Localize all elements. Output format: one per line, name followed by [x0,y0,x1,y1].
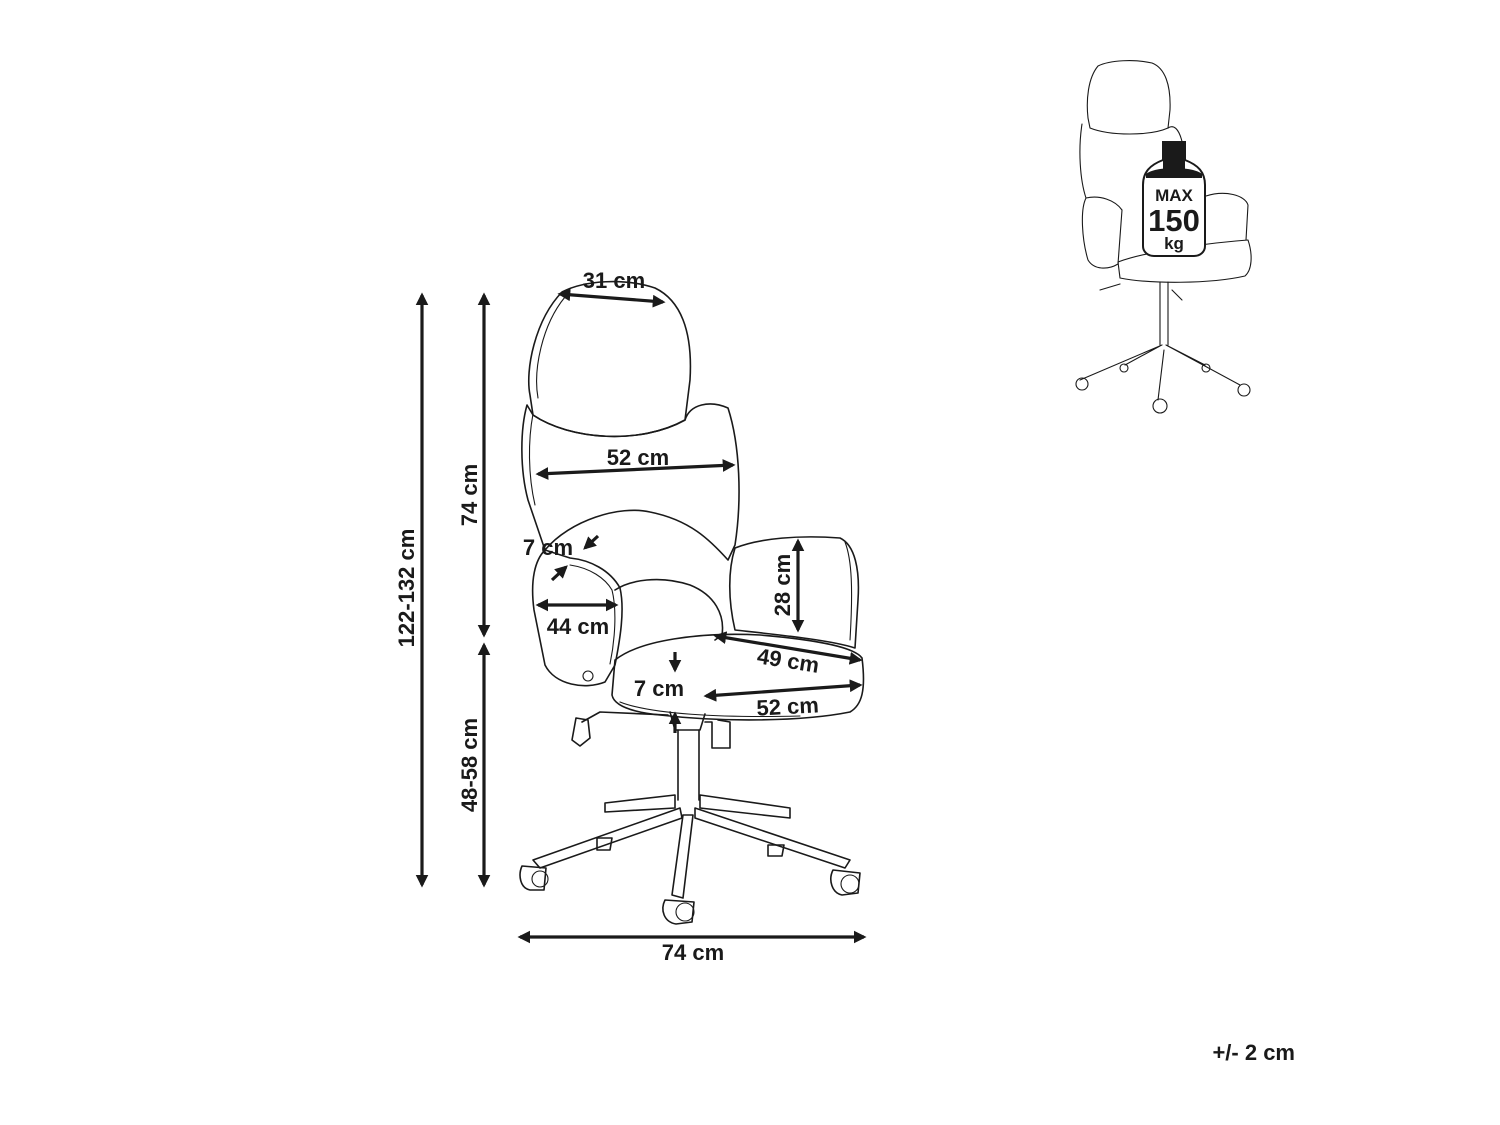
seat-width-label: 52 cm [756,692,820,720]
thumb-casters [1075,363,1251,414]
chair-front-body [614,578,724,641]
thumb-base [1079,281,1241,401]
armrest-left-inner [569,564,616,665]
backrest-width-label: 52 cm [607,445,669,470]
armrest-knob [582,670,594,682]
max-load-unit: kg [1164,234,1184,253]
star-base [532,794,851,899]
seat-height-label: 48-58 cm [457,718,482,812]
tolerance-note: +/- 2 cm [1212,1040,1295,1065]
seat-bottom-edge [619,701,801,718]
headrest-width-arrow [557,288,666,308]
backrest-width-arrow [535,459,736,480]
thumb-armrest-left [1081,196,1123,269]
seat-depth-arrow [713,631,863,665]
height-lever [704,719,731,749]
weight-icon-shoulder [1146,168,1202,178]
seat-thickness-label: 7 cm [634,676,684,701]
total-height-label: 122-132 cm [394,529,419,648]
dimension-lines [415,288,867,944]
thumb-armrest-right [1205,192,1249,241]
weight-icon-neck [1163,142,1185,170]
armrest-length-label: 44 cm [547,614,609,639]
headrest-outline [527,280,692,438]
max-load-value: 150 [1148,203,1200,238]
armrest-right-inner [844,541,853,641]
dimension-labels: 31 cm 52 cm 74 cm 122-132 cm 48-58 cm 7 … [394,268,821,965]
caster-wheels [519,837,861,925]
armrest-height-label: 28 cm [770,554,795,616]
chair-main-drawing [519,280,865,925]
seat-width-arrow [703,679,863,702]
armrest-width-arrow-bottom [550,565,568,582]
thumb-headrest [1086,60,1171,135]
armrest-left-outline [531,549,623,687]
base-width-label: 74 cm [662,940,724,965]
gas-cylinder [677,729,700,801]
max-load-line1: MAX [1155,186,1193,205]
headrest-width-label: 31 cm [583,268,645,293]
headrest-inner-edge [536,296,566,399]
armrest-width-arrow-top [583,534,600,550]
seat-depth-label: 49 cm [755,643,821,677]
backrest-inner-edge [528,413,536,506]
backrest-height-label: 74 cm [457,464,482,526]
chair-thumbnail: MAX 150 kg [1075,60,1252,414]
tilt-lever [571,711,669,747]
armrest-width-label: 7 cm [523,535,573,560]
